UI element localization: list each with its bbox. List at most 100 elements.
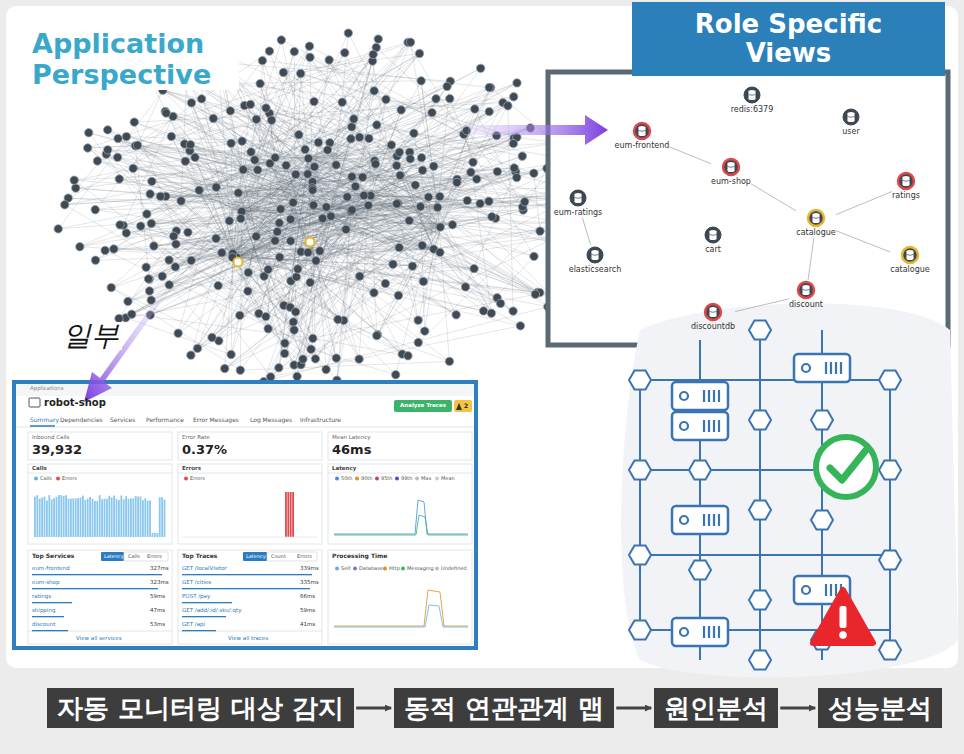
dashboard-text: Top Services — [32, 553, 74, 559]
dashboard-text: shipping — [32, 608, 55, 614]
dashboard-text: 2 — [464, 403, 468, 409]
dependency-line — [751, 184, 796, 211]
service-node: discount — [789, 280, 823, 310]
process-label: 동적 연관관계 맵 — [404, 695, 604, 721]
service-node: discountdb — [691, 302, 735, 332]
dashboard-text: Log Messages — [250, 417, 292, 423]
dashboard-text: Top Traces — [182, 553, 217, 559]
dashboard-text: Count — [271, 554, 286, 559]
highlight-arrows — [84, 115, 608, 402]
dashboard-text: Calls — [128, 554, 140, 559]
service-label: elasticsearch — [569, 265, 622, 275]
service-label: redis:6379 — [731, 105, 774, 115]
dashboard-text: Max — [421, 476, 431, 481]
dashboard-text: 46ms — [332, 443, 371, 456]
service-label: cart — [705, 245, 721, 255]
dashboard-text: Calls — [32, 466, 47, 472]
service-node: eum-ratings — [554, 188, 603, 218]
dashboard-text: 41ms — [300, 622, 315, 628]
service-icon — [900, 245, 920, 265]
flow-arrow — [356, 707, 391, 710]
dashboard-text: 323ms — [150, 580, 169, 586]
service-label: eum-shop — [711, 177, 751, 187]
dashboard-text: Inbound Calls — [32, 435, 69, 441]
dashboard-text: Messaging — [407, 566, 434, 571]
service-icon — [721, 157, 741, 177]
service-icon — [585, 245, 605, 265]
dashboard-text: 59ms — [300, 608, 315, 614]
flow-arrow — [780, 707, 815, 710]
dashboard-text: 90th — [361, 476, 373, 481]
service-icon — [796, 280, 816, 300]
dashboard-text: Errors — [182, 466, 201, 472]
dashboard-text: Applications — [30, 386, 64, 392]
dependency-line — [669, 147, 711, 164]
dashboard-text: View all services — [76, 636, 122, 642]
callout-label: 일부 — [60, 322, 122, 350]
service-label: discount — [789, 300, 823, 310]
dependency-line — [735, 299, 789, 312]
service-label: user — [842, 127, 859, 137]
dashboard-text: View all traces — [228, 636, 268, 642]
dashboard-text: discount — [32, 622, 55, 628]
dashboard-text: 327ms — [150, 566, 169, 572]
dashboard-text: Error Rate — [182, 435, 210, 441]
dashboard-text: Latency — [246, 554, 266, 559]
dashboard-text: 39,932 — [32, 443, 82, 456]
dashboard-text: Summary — [30, 417, 59, 423]
process-box: 원인분석 — [654, 688, 778, 728]
process-label: 자동 모니터링 대상 감지 — [57, 695, 344, 721]
dashboard-screenshot — [14, 382, 476, 648]
dashboard-text: 59ms — [150, 594, 165, 600]
dashboard-text: POST /pay — [182, 594, 210, 600]
service-node: eum-shop — [711, 157, 751, 187]
service-icon — [806, 208, 826, 228]
service-icon — [568, 188, 588, 208]
dashboard-text: 339ms — [300, 566, 319, 572]
dashboard-text: Calls — [40, 476, 52, 481]
dashboard-text: Errors — [190, 476, 205, 481]
dashboard-text: 66ms — [300, 594, 315, 600]
dashboard-text: Processing Time — [332, 553, 387, 559]
dashboard-text: Database — [359, 566, 383, 571]
dashboard-text: 50th — [341, 476, 353, 481]
process-label: 원인분석 — [664, 695, 768, 721]
service-node: redis:6379 — [731, 85, 774, 115]
dashboard-text: Performance — [146, 417, 184, 423]
service-node: cart — [703, 225, 723, 255]
service-node: catalogue — [796, 208, 836, 238]
server-network-illustration — [621, 304, 958, 678]
header-label: Role Specific Views — [674, 10, 904, 67]
process-box: 성능분석 — [818, 688, 942, 728]
dashboard-text: 95th — [381, 476, 393, 481]
dashboard-text: GET /cities — [182, 580, 211, 586]
service-icon — [632, 121, 652, 141]
dashboard-text: GET /add/:id/:sku/:qty — [182, 608, 241, 614]
dashboard-text: GET /localVisitor — [182, 566, 227, 572]
dashboard-text: 53ms — [150, 622, 165, 628]
dashboard-text: 0.37% — [182, 443, 227, 456]
service-label: catalogue — [890, 265, 930, 275]
view-header: Role Specific Views — [632, 2, 945, 76]
dashboard-text: eum-shop — [32, 580, 59, 586]
flow-arrow — [616, 707, 651, 710]
service-label: ratings — [892, 191, 920, 201]
dashboard-text: ratings — [32, 594, 51, 600]
service-label: catalogue — [796, 228, 836, 238]
service-label: eum-ratings — [554, 208, 603, 218]
service-label: eum-frontend — [615, 141, 670, 151]
process-box: 자동 모니터링 대상 감지 — [47, 688, 354, 728]
dashboard-text: eum-frontend — [32, 566, 70, 572]
process-box: 동적 연관관계 맵 — [394, 688, 614, 728]
dashboard-text: 99th — [401, 476, 413, 481]
dashboard-text: Errors — [147, 554, 162, 559]
service-icon — [841, 107, 861, 127]
dashboard-text: Services — [110, 417, 135, 423]
dashboard-text: Errors — [297, 554, 312, 559]
diagram-title: Application Perspective — [30, 28, 239, 90]
